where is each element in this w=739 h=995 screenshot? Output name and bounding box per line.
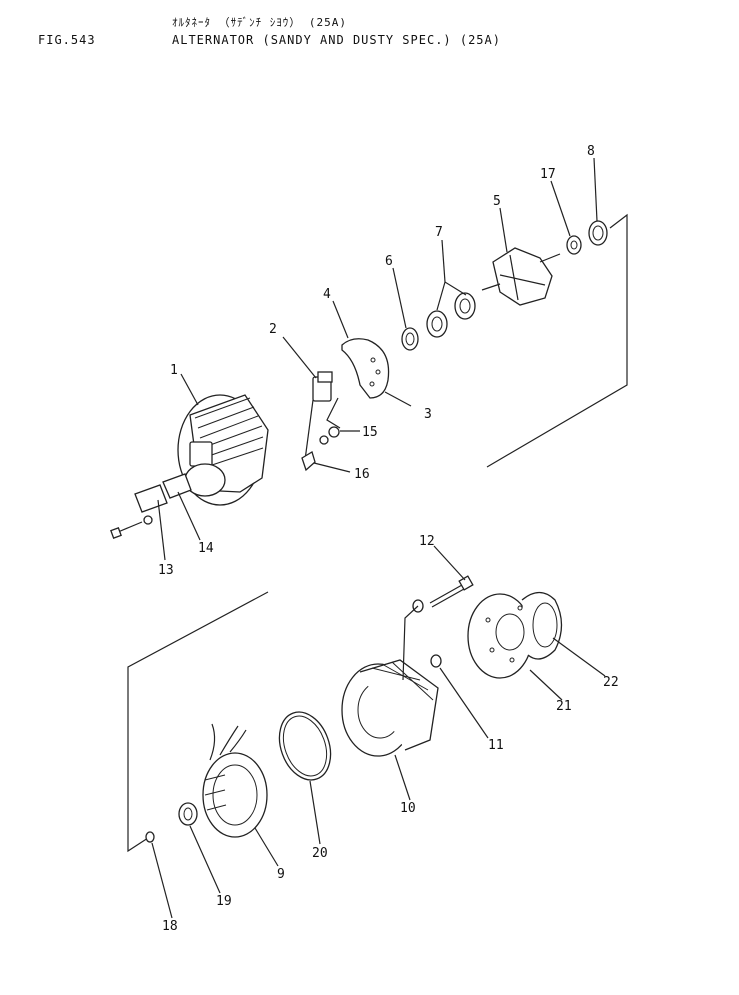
part-18-clip — [145, 831, 155, 843]
callout-22: 22 — [603, 675, 619, 690]
part-17-spacer — [566, 235, 582, 255]
callout-6: 6 — [385, 254, 393, 269]
callout-18: 18 — [162, 919, 178, 934]
callout-2: 2 — [269, 322, 277, 337]
part-10-front-housing — [341, 659, 439, 757]
callout-3: 3 — [424, 407, 432, 422]
part-2-brush-holder — [304, 371, 333, 461]
callout-9: 9 — [277, 867, 285, 882]
leader-lines — [151, 157, 606, 919]
part-16-terminal — [301, 451, 316, 472]
callout-1: 1 — [170, 363, 178, 378]
callout-21: 21 — [556, 699, 572, 714]
title-english: ALTERNATOR (SANDY AND DUSTY SPEC.) (25A) — [172, 33, 501, 47]
part-20-ring — [278, 711, 332, 781]
part-21-front-cover — [467, 593, 533, 679]
part-11-nut — [430, 654, 442, 668]
part-3-4-regulator-plate — [341, 338, 390, 399]
callout-20: 20 — [312, 846, 328, 861]
callout-19: 19 — [216, 894, 232, 909]
upper-group-bracket — [486, 213, 628, 468]
part-5-rotor — [481, 247, 561, 306]
part-13-14-brackets — [110, 473, 192, 539]
callout-15: 15 — [362, 425, 378, 440]
callout-12: 12 — [419, 534, 435, 549]
part-8-bearing — [588, 220, 608, 246]
figure-number: FIG.543 — [38, 33, 96, 47]
part-9-stator — [202, 723, 268, 838]
callout-11: 11 — [488, 738, 504, 753]
part-1-rear-housing — [177, 394, 269, 506]
part-22-pulley — [521, 591, 563, 660]
callout-5: 5 — [493, 194, 501, 209]
callout-13: 13 — [158, 563, 174, 578]
callout-17: 17 — [540, 167, 556, 182]
part-19-bearing — [178, 802, 198, 826]
part-15-screw — [319, 426, 340, 445]
callout-7: 7 — [435, 225, 443, 240]
callout-10: 10 — [400, 801, 416, 816]
callout-4: 4 — [323, 287, 331, 302]
title-japanese: ｵﾙﾀﾈｰﾀ （ｻﾃﾞﾝﾁ ｼﾖｳ） (25A) — [172, 16, 347, 29]
callout-16: 16 — [354, 467, 370, 482]
callout-14: 14 — [198, 541, 214, 556]
part-7-slip-rings — [426, 292, 476, 338]
lower-group-bracket — [127, 591, 269, 853]
part-6-bearing — [401, 327, 419, 351]
callout-8: 8 — [587, 144, 595, 159]
part-12-through-bolt — [412, 575, 474, 613]
